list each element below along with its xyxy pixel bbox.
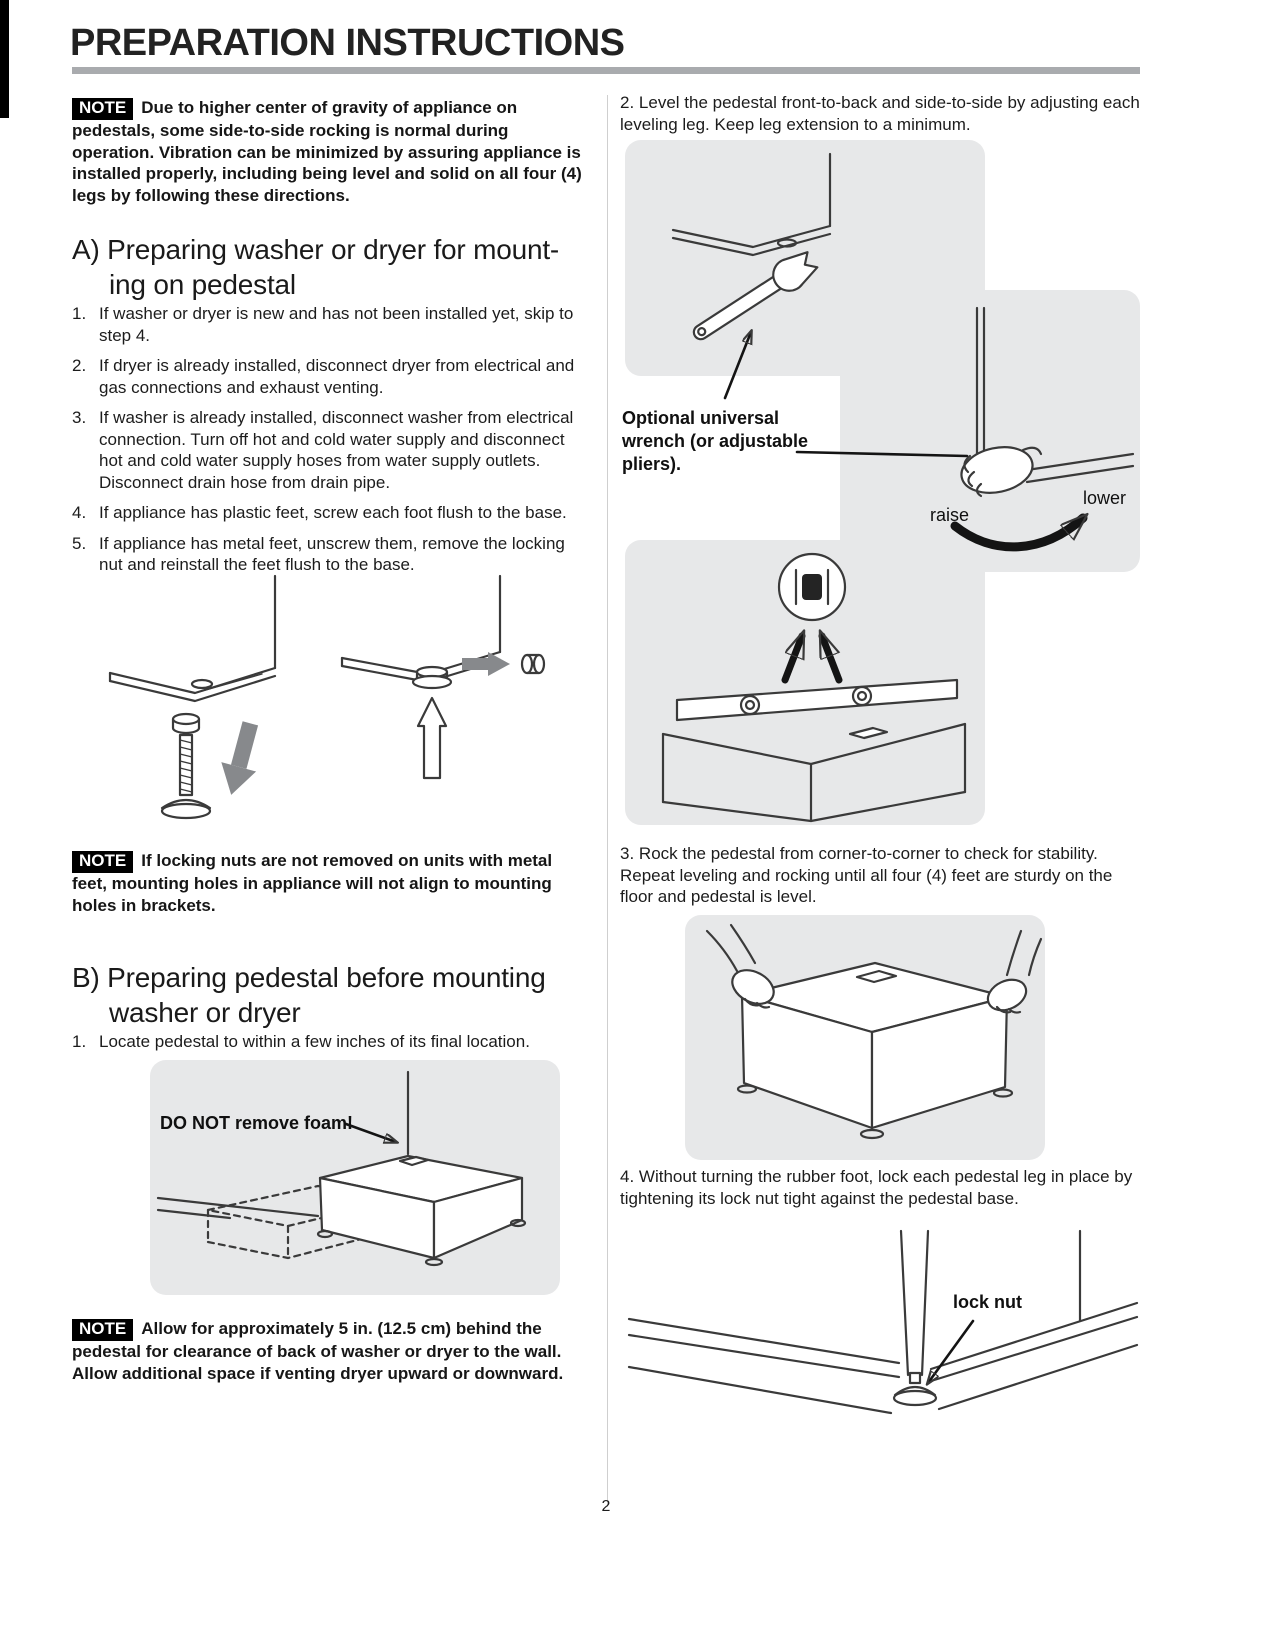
wrench-label: Optional universal wrench (or adjustable… [622, 408, 809, 474]
down-arrow-icon [221, 721, 259, 795]
step-number: 2. [72, 356, 87, 375]
section-a-heading-line2: ing on pedestal [109, 269, 296, 300]
note-tag: NOTE [72, 98, 134, 120]
raise-lower-arrow-icon [950, 518, 1083, 552]
step-3: 3. Rock the pedestal from corner-to-corn… [620, 843, 1144, 908]
step-text: If dryer is already installed, disconnec… [99, 356, 575, 397]
step-text: If washer or dryer is new and has not be… [99, 304, 574, 345]
pedestal-box [316, 1154, 527, 1267]
step-text: Level the pedestal front-to-back and sid… [620, 93, 1140, 134]
step-number: 4. [620, 1167, 635, 1186]
spirit-level-icon [675, 678, 959, 722]
step-text: If washer is already installed, disconne… [99, 408, 574, 492]
locking-nut-icon [171, 712, 201, 735]
list-item: 5. If appliance has metal feet, unscrew … [72, 533, 586, 576]
pedestal-box [736, 961, 1014, 1140]
step-number: 1. [72, 1032, 87, 1051]
list-item: 4. Without turning the rubber foot, lock… [620, 1166, 1144, 1209]
note-tag: NOTE [72, 1319, 134, 1341]
step-number: 2. [620, 93, 635, 112]
right-hand-icon [986, 929, 1043, 1014]
raise-label: raise [930, 505, 970, 525]
step-2: 2. Level the pedestal front-to-back and … [620, 92, 1142, 135]
section-b-heading-line1: B) Preparing pedestal before mounting [72, 962, 546, 993]
level-arrow-icon [781, 636, 806, 684]
section-b-heading-line2: washer or dryer [109, 997, 301, 1028]
section-b-heading: B) Preparing pedestal before mounting wa… [72, 960, 546, 1030]
wrench-pointer-arrow [723, 332, 751, 400]
list-item: 2. Level the pedestal front-to-back and … [620, 92, 1142, 135]
bubble-level-detail-icon [777, 552, 847, 622]
note-text: Allow for approximately 5 in. (12.5 cm) … [72, 1319, 564, 1383]
step-number: 1. [72, 304, 87, 323]
leveling-leg [975, 306, 1135, 484]
step-number: 5. [72, 533, 87, 553]
removed-nut-icon [520, 653, 546, 675]
lower-label: lower [1083, 488, 1127, 508]
step-4: 4. Without turning the rubber foot, lock… [620, 1166, 1144, 1209]
print-mark [0, 0, 9, 118]
wrench-label-line [795, 450, 969, 458]
list-item: 3. Rock the pedestal from corner-to-corn… [620, 843, 1144, 908]
step-number: 4. [72, 503, 87, 522]
illustration-feet-removal [108, 574, 546, 820]
list-item: 1. If washer or dryer is new and has not… [72, 303, 586, 346]
lock-nut-label: lock nut [953, 1292, 1023, 1312]
list-item: 3. If washer is already installed, disco… [72, 407, 586, 493]
list-item: 2. If dryer is already installed, discon… [72, 355, 586, 398]
illustration-rocking-pedestal [685, 915, 1045, 1160]
pedestal-corner [627, 1229, 1139, 1415]
flush-foot-icon [411, 665, 453, 690]
step-text: Without turning the rubber foot, lock ea… [620, 1167, 1133, 1208]
level-arrow-icon [818, 636, 843, 684]
list-item: 1. Locate pedestal to within a few inche… [72, 1031, 586, 1053]
wrench-icon [692, 251, 819, 341]
foam-label-arrow [344, 1122, 396, 1142]
step-number: 3. [620, 844, 635, 863]
hand-icon [960, 446, 1043, 498]
section-a-heading-line1: A) Preparing washer or dryer for mount- [72, 234, 560, 265]
note-tag: NOTE [72, 851, 134, 873]
up-arrow-icon [416, 696, 448, 780]
section-b-steps: 1. Locate pedestal to within a few inche… [72, 1031, 586, 1062]
section-a-heading: A) Preparing washer or dryer for mount- … [72, 232, 559, 302]
illustration-leveling [625, 140, 1140, 825]
section-a-steps: 1. If washer or dryer is new and has not… [72, 303, 586, 585]
step-text: Rock the pedestal from corner-to-corner … [620, 844, 1113, 906]
step-text: If appliance has plastic feet, screw eac… [99, 503, 567, 522]
left-hand-icon [705, 923, 775, 1009]
step-text: If appliance has metal feet, unscrew the… [99, 533, 565, 575]
pedestal-corner [661, 722, 967, 823]
foam-label: DO NOT remove foam! [160, 1113, 354, 1133]
list-item: 4. If appliance has plastic feet, screw … [72, 502, 586, 524]
page-number: 2 [601, 1498, 611, 1515]
page-title: PREPARATION INSTRUCTIONS [70, 22, 625, 64]
illustration-pedestal-foam [150, 1060, 560, 1295]
appliance-corner [108, 574, 277, 703]
illustration-lock-nut [627, 1229, 1139, 1415]
step-number: 3. [72, 408, 87, 427]
step-text: Locate pedestal to within a few inches o… [99, 1032, 530, 1051]
column-divider [607, 95, 608, 1507]
appliance-corner [671, 152, 832, 257]
note-text: If locking nuts are not removed on units… [72, 851, 553, 915]
note-text: Due to higher center of gravity of appli… [72, 98, 582, 205]
title-rule [72, 67, 1140, 74]
threaded-foot-icon [160, 733, 212, 820]
lock-nut-arrow [928, 1319, 975, 1383]
right-arrow-icon [462, 652, 510, 676]
lock-nut-foot-icon [892, 1371, 938, 1407]
